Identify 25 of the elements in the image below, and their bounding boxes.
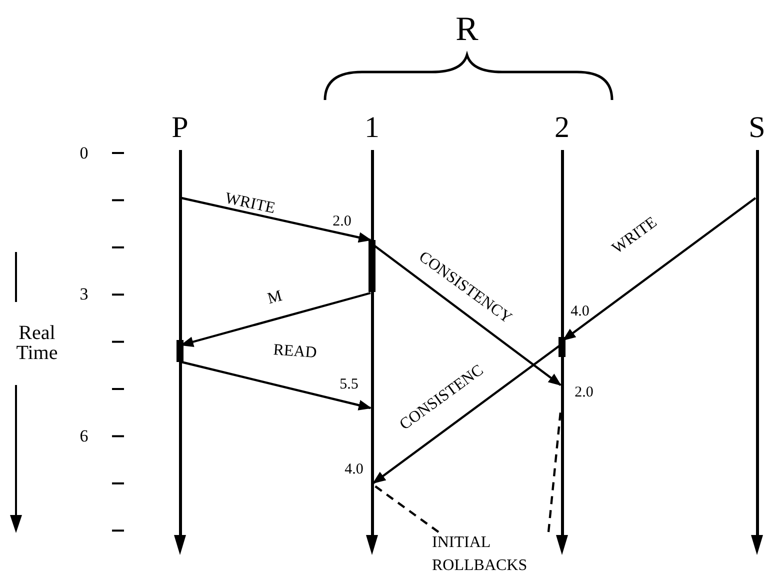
text-label: 3 (80, 286, 88, 302)
leader-line (547, 412, 562, 532)
text-label: 5.5 (340, 378, 358, 392)
message-arrow (181, 360, 372, 410)
process-label: P (170, 112, 190, 144)
leader-line (372, 484, 440, 533)
message-arrow (372, 344, 562, 484)
text-label: R (456, 13, 478, 47)
text-label: 0 (80, 144, 88, 162)
process-label: 1 (364, 112, 380, 144)
text-label: 6 (80, 428, 88, 444)
text-label: 4.0 (344, 462, 364, 478)
message-arrow (562, 197, 756, 341)
text-label: 2.0 (574, 386, 594, 400)
note-text: INITIAL ROLLBACKS (432, 531, 582, 577)
edge-label: WRITE (223, 190, 277, 218)
text-label: Real Time (15, 323, 59, 363)
text-label: 4.0 (570, 304, 590, 320)
text-label: 2.0 (332, 214, 352, 230)
edge-label: READ (272, 342, 318, 362)
message-arrow (181, 196, 372, 243)
edge-label: M (266, 287, 284, 309)
process-label: 2 (554, 112, 570, 144)
message-arrow (372, 244, 562, 386)
process-label: S (748, 112, 766, 144)
